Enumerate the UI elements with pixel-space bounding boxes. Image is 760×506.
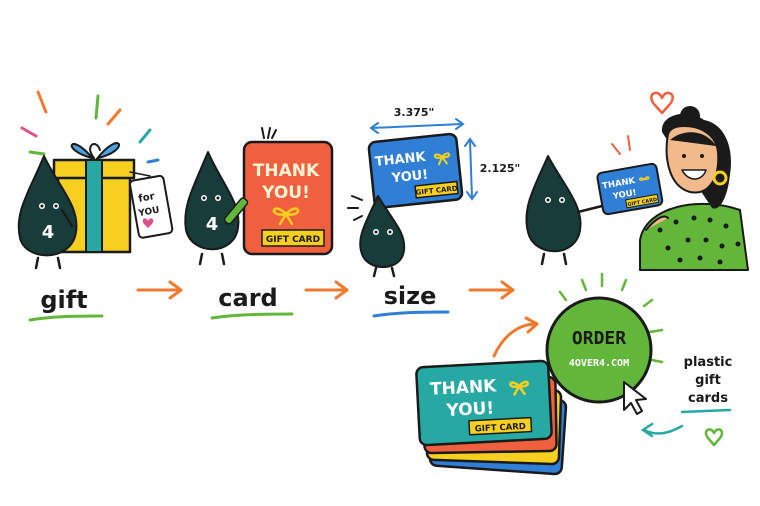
bow-icon	[509, 380, 529, 396]
gift-tag: for YOU	[129, 171, 174, 239]
arrowhead-icon	[168, 280, 183, 300]
step-label-size: size	[384, 282, 437, 310]
arrow-stack-to-order	[492, 322, 538, 358]
underline-card	[210, 312, 294, 320]
width-dimension: 3.375"	[369, 106, 465, 134]
card-scene: THANK YOU! GIFT CARD 4 card	[184, 127, 334, 320]
bow-icon	[433, 152, 451, 166]
stack-card-line1: THANK	[430, 376, 498, 399]
gift-scene: for YOU 4 gift	[17, 90, 174, 322]
step-label-gift: gift	[40, 286, 87, 314]
step-label-card: card	[218, 284, 277, 312]
height-label: 2.125"	[480, 162, 521, 175]
handoff-sparkles	[611, 135, 631, 155]
arrowhead-icon	[500, 280, 515, 300]
mascot-number: 4	[206, 214, 219, 235]
card-stack: THANK YOU! GIFT CARD	[415, 359, 568, 476]
card1-label: GIFT CARD	[266, 235, 320, 245]
mascot-card: 4	[184, 151, 249, 266]
mascot-gift: 4	[17, 155, 78, 270]
underline-gift	[28, 314, 104, 322]
mascot-number: 4	[42, 222, 55, 243]
order-button[interactable]: ORDER 4OVER4.COM	[545, 296, 653, 404]
gift-card-blue: THANK YOU! GIFT CARD	[367, 132, 464, 209]
card-sparkles	[261, 127, 277, 139]
heart-icon	[704, 428, 724, 447]
mascot-handoff	[525, 155, 604, 266]
handoff-scene: THANK YOU! GIFT CARD	[525, 91, 749, 271]
stack-card-line2: YOU!	[445, 398, 495, 421]
hair-bun	[680, 106, 700, 126]
heart-icon	[650, 91, 674, 115]
cursor-icon	[623, 381, 647, 415]
card2-line2: YOU!	[390, 168, 429, 187]
note-line3: cards	[688, 391, 728, 406]
gift-sparkles	[20, 90, 160, 164]
order-button-rays	[558, 272, 664, 364]
note-line1: plastic	[684, 355, 733, 370]
woman-figure	[639, 106, 749, 271]
gift-tag-line2: YOU	[137, 205, 161, 219]
height-dimension: 2.125"	[464, 137, 521, 201]
width-label: 3.375"	[394, 106, 435, 119]
gift-tag-line1: for	[138, 191, 156, 205]
gift-card-handoff: THANK YOU! GIFT CARD	[596, 162, 664, 216]
gift-card-red: THANK YOU! GIFT CARD	[242, 140, 334, 256]
stack-card-label: GIFT CARD	[475, 422, 527, 435]
size-scene: 3.375" 2.125" THANK YOU! GIFT CARD size	[347, 106, 521, 318]
mascot-size	[359, 195, 406, 278]
note-underline	[680, 408, 732, 414]
bow-icon	[638, 176, 650, 181]
note-line2: gift	[695, 373, 721, 388]
earring-icon	[712, 170, 728, 186]
size-sparkles	[347, 195, 363, 221]
heart-icon	[142, 218, 154, 228]
card2-line1: THANK	[374, 150, 427, 170]
arrowhead-icon	[640, 422, 654, 438]
card3-label: GIFT CARD	[627, 197, 658, 208]
plastic-note: plastic gift cards	[640, 355, 733, 447]
pen-icon	[223, 197, 249, 225]
order-button-line1: ORDER	[572, 328, 626, 349]
arrowhead-icon	[334, 280, 349, 300]
arrowhead-icon	[524, 316, 539, 334]
card1-line2: YOU!	[261, 183, 310, 203]
order-button-line2: 4OVER4.COM	[569, 358, 629, 369]
card1-line1: THANK	[253, 161, 320, 181]
underline-size	[372, 310, 450, 318]
arrow-note-to-order	[642, 424, 684, 435]
bow-icon	[272, 207, 300, 226]
